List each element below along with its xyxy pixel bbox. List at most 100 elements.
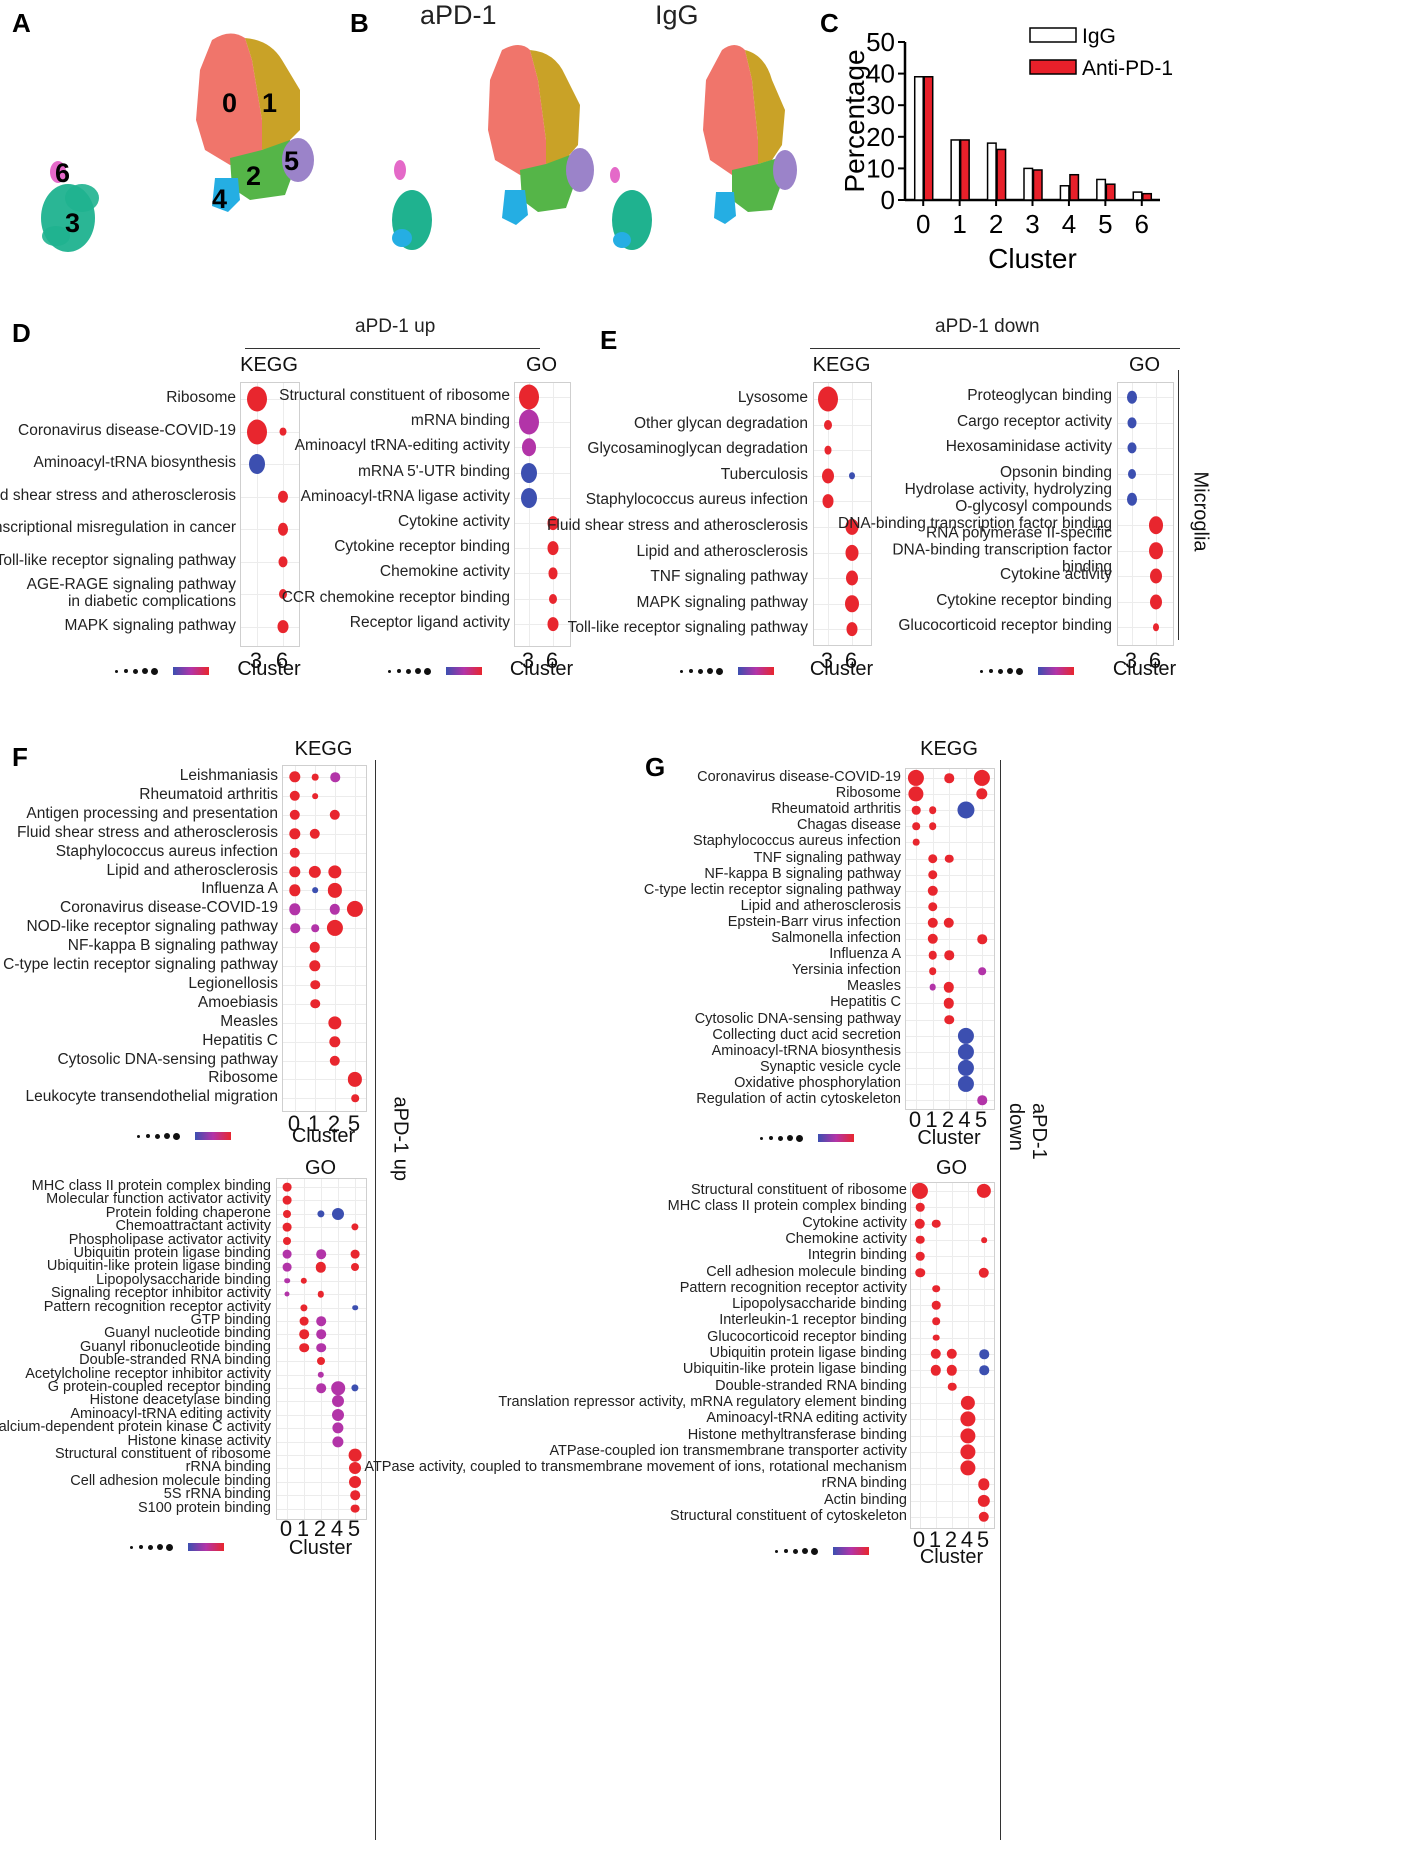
dot-mark xyxy=(289,847,301,858)
grid-line-horizontal xyxy=(814,603,871,605)
dotplot-x-label: Cluster xyxy=(919,1546,984,1568)
grid-line-horizontal xyxy=(277,1401,366,1403)
term-label: Pattern recognition receptor activity xyxy=(679,1279,907,1296)
term-label: ATPase-coupled ion transmembrane transpo… xyxy=(549,1442,907,1459)
legend-size-dot xyxy=(716,667,723,675)
dot-mark xyxy=(977,1494,991,1507)
term-label: Structural constituent of cytoskeleton xyxy=(670,1508,907,1524)
grid-line-horizontal xyxy=(515,497,570,499)
legend-size-dot xyxy=(796,1134,803,1142)
dotplot-legend xyxy=(137,1125,247,1147)
umap-cluster-6 xyxy=(50,161,66,183)
term-label: Regulation of actin cytoskeleton xyxy=(696,1091,901,1107)
dot-mark xyxy=(944,950,954,960)
dot-mark xyxy=(312,887,318,894)
dot-mark xyxy=(929,983,936,991)
grid-line-horizontal xyxy=(277,1428,366,1430)
term-label: MHC class II protein complex binding xyxy=(667,1198,907,1215)
dot-mark xyxy=(927,869,938,880)
dot-mark xyxy=(928,950,937,960)
grid-line-horizontal xyxy=(814,424,871,426)
bar-ytick-label: 30 xyxy=(866,90,895,120)
dot-mark xyxy=(977,1095,987,1105)
grid-line-horizontal xyxy=(277,1227,366,1229)
grid-line-horizontal xyxy=(515,548,570,550)
dot-mark xyxy=(927,933,938,945)
term-label: Molecular function activator activity xyxy=(46,1191,271,1208)
cluster-tick-label: 5 xyxy=(974,1107,988,1132)
dotplot-title: GO xyxy=(1128,354,1161,376)
legend-size-dot xyxy=(998,668,1003,674)
dot-mark xyxy=(944,854,954,863)
cluster-tick-label: 6 xyxy=(1148,648,1162,673)
grid-line-horizontal xyxy=(906,826,994,828)
dot-mark xyxy=(846,622,858,637)
grid-line-horizontal xyxy=(906,810,994,812)
term-label: Ubiquitin-like protein ligase binding xyxy=(682,1361,907,1378)
legend-size-dot xyxy=(989,669,993,673)
dot-mark xyxy=(957,1043,974,1060)
dot-mark xyxy=(247,386,267,412)
dot-mark xyxy=(548,567,558,580)
grid-line-horizontal xyxy=(906,1067,994,1069)
grid-line-horizontal xyxy=(1118,499,1173,501)
dot-mark xyxy=(283,1209,291,1218)
term-label: rRNA binding xyxy=(821,1475,907,1492)
dot-mark xyxy=(289,809,301,821)
umap-label-2: 2 xyxy=(246,161,261,191)
dot-mark xyxy=(346,901,364,918)
term-label: DNA-binding transcription factor binding xyxy=(838,515,1112,532)
legend-size-dot xyxy=(146,1134,150,1138)
term-label: Aminoacyl-tRNA biosynthesis xyxy=(33,454,236,471)
term-label: Influenza A xyxy=(201,880,278,898)
grid-line-horizontal xyxy=(814,629,871,631)
legend-size-dot xyxy=(769,1136,773,1140)
dot-mark xyxy=(308,865,322,878)
legend-size-dot xyxy=(164,1133,170,1139)
cluster-tick-label: 3 xyxy=(820,648,834,673)
term-label: Cytokine receptor binding xyxy=(936,591,1112,609)
bar-Anti-PD-1-4 xyxy=(1069,173,1080,201)
dotplot-title: GO xyxy=(935,1157,968,1179)
dot-mark xyxy=(332,1408,344,1421)
cluster-tick-label: 1 xyxy=(296,1516,310,1541)
dotplot-title: KEGG xyxy=(240,354,298,376)
dot-mark xyxy=(914,1218,926,1229)
grid-line-horizontal xyxy=(241,496,299,498)
term-label: Guanyl ribonucleotide binding xyxy=(79,1338,271,1355)
dot-mark xyxy=(282,1182,292,1192)
cluster-tick-label: 6 xyxy=(545,648,559,673)
grid-line-horizontal xyxy=(906,1083,994,1085)
dotplot-x-label: Cluster xyxy=(288,1537,353,1559)
dot-mark xyxy=(327,883,343,898)
dot-mark xyxy=(282,1262,292,1272)
grid-line-horizontal xyxy=(277,1307,366,1309)
dot-mark xyxy=(978,1267,990,1278)
dot-mark xyxy=(282,1195,292,1205)
bar-Anti-PD-1-0 xyxy=(923,76,934,201)
grid-line-horizontal xyxy=(515,623,570,625)
term-label: Cell adhesion molecule binding xyxy=(70,1472,271,1489)
dotplot-title: KEGG xyxy=(294,738,353,760)
term-label: Cytosolic DNA-sensing pathway xyxy=(57,1050,278,1068)
term-label: Structural constituent of ribosome xyxy=(279,387,510,404)
bracket-e-label: aPD-1 down xyxy=(935,316,1040,337)
cluster-tick-label: 2 xyxy=(313,1516,327,1541)
umap-cluster-5 xyxy=(282,138,314,182)
term-label: Double-stranded RNA binding xyxy=(715,1377,907,1394)
dot-mark xyxy=(978,1478,990,1491)
dot-mark xyxy=(957,1027,974,1044)
legend-size-dot xyxy=(133,668,138,674)
legend-size-dot xyxy=(173,1132,180,1140)
grid-line-horizontal xyxy=(241,594,299,595)
grid-line-horizontal xyxy=(911,1468,994,1470)
grid-line-horizontal xyxy=(277,1481,366,1483)
bar-xtick-label: 3 xyxy=(1025,209,1039,239)
dot-mark xyxy=(915,1267,925,1278)
grid-line-vertical xyxy=(1156,383,1157,645)
dot-mark xyxy=(846,570,858,586)
umap-b-left xyxy=(392,45,594,250)
legend-size-dot xyxy=(115,669,118,673)
cluster-tick-label: 1 xyxy=(925,1107,938,1132)
term-label: Tuberculosis xyxy=(720,465,808,483)
